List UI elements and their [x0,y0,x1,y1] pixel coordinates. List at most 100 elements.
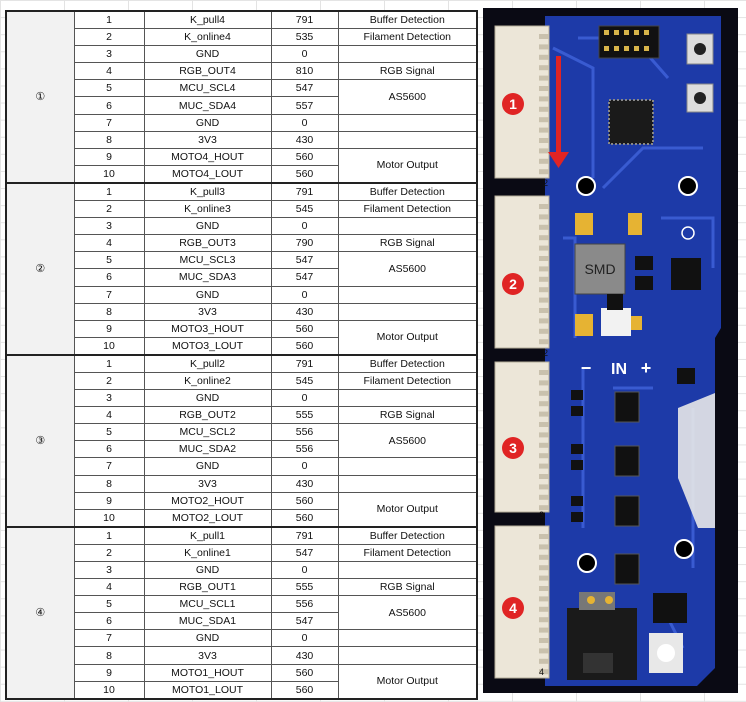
pin-number: 2 [73,200,145,219]
pin-number: 10 [73,508,145,528]
pin-number: 5 [73,423,145,442]
measured-value: 535 [270,28,339,47]
red-arrow-indicator [548,56,569,168]
connector-mark-4: 4 [539,667,544,677]
connector-pin [539,96,549,102]
signal-name: MOTO2_LOUT [143,508,272,528]
pin-number: 10 [73,164,145,184]
signal-name: K_pull4 [143,10,272,30]
power-minus-label: − [581,358,592,378]
tactile-switch [686,33,714,113]
signal-name: K_pull3 [143,181,272,202]
measured-value: 791 [270,10,339,30]
pin-number: 5 [73,79,145,98]
function-label [337,302,478,321]
function-label [337,646,478,665]
signal-name: MUC_SDA1 [143,612,272,631]
measured-value: 430 [270,130,339,149]
pin-number: 3 [73,217,145,236]
pin-number: 7 [73,285,145,304]
measured-value: 545 [270,200,339,219]
function-label: Buffer Detection [337,353,478,373]
pin-number: 8 [73,474,145,493]
pin-number: 2 [73,28,145,47]
connector-pin [539,534,549,539]
port-badge-label: 4 [509,600,517,616]
signal-name: MOTO3_LOUT [143,336,272,356]
signal-name: MUC_SDA3 [143,268,272,287]
signal-name: GND [143,45,272,64]
connector-pin [539,287,549,293]
measured-value: 555 [270,406,339,425]
connector-pin [539,256,549,261]
pin-number: 9 [73,663,145,682]
measured-value: 547 [270,268,339,287]
function-label: Filament Detection [337,371,478,391]
pin-number: 10 [73,336,145,356]
measured-value: 547 [270,612,339,631]
signal-name: RGB_OUT1 [143,578,272,597]
connector-pin [539,65,549,71]
function-label [337,389,478,408]
group-label: ③ [5,353,75,528]
measured-value: 560 [270,680,339,700]
connector-pin [539,214,549,220]
group-label: ② [5,181,75,356]
signal-name: K_pull2 [143,353,272,373]
signal-name: RGB_OUT2 [143,406,272,425]
connector-pin [539,586,549,591]
pin-number: 2 [73,371,145,391]
port-badge-label: 1 [509,96,517,112]
measured-value: 555 [270,578,339,597]
function-label [337,457,478,476]
connector-mark-1: 2 [543,178,548,188]
pin-number: 8 [73,302,145,321]
connector-pin [539,117,549,123]
measured-value: 790 [270,234,339,253]
measured-value: 560 [270,336,339,356]
connector-pin [539,54,549,60]
pin-number: 7 [73,629,145,648]
measured-value: 810 [270,62,339,81]
connector-pin [539,266,549,272]
connector-pin [539,318,549,324]
function-label: RGB Signal [337,578,478,597]
signal-name: MUC_SDA4 [143,96,272,115]
function-label: Filament Detection [337,200,478,219]
port-badge-circle [502,273,524,295]
measured-value: 556 [270,423,339,442]
measured-value: 0 [270,457,339,476]
connector-pin [539,328,549,334]
signal-name: GND [143,217,272,236]
measured-value: 0 [270,217,339,236]
connector-pin [539,169,549,175]
signal-name: 3V3 [143,302,272,321]
connector-pin [539,204,549,209]
connector-pin [539,276,549,282]
pin-number: 7 [73,457,145,476]
pin-number: 7 [73,113,145,132]
connector-pin [539,544,549,550]
connector-pin [539,148,549,154]
pin-number: 5 [73,595,145,614]
pin-number: 3 [73,389,145,408]
signal-name: MUC_SDA2 [143,440,272,459]
connector-pin [539,224,549,230]
